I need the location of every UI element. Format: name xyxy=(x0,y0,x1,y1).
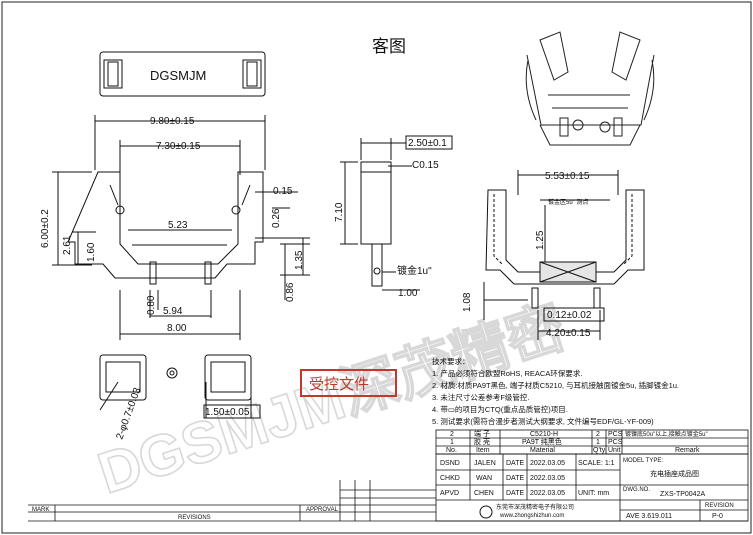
dim-width-inner: 7.30±0.15 xyxy=(156,141,201,152)
company-name: 东莞市深茂精密电子有限公司 xyxy=(496,503,574,511)
model-type-label: MODEL TYPE: xyxy=(623,458,663,464)
dim-sect-553: 5.53±0.15 xyxy=(545,171,590,182)
bom-row1-item: 端 子 xyxy=(474,429,490,438)
company-website: www.zhongshizhun.com xyxy=(499,513,564,519)
dim-side-710: 7.10 xyxy=(334,202,345,222)
dsnd-name: JALEN xyxy=(474,460,496,467)
unit: UNIT: mm xyxy=(578,490,609,497)
dim-sect-plating: 镀金区5u" 测点 xyxy=(548,198,588,206)
ctq-box-012 xyxy=(543,307,605,322)
bom-header-material: Material xyxy=(530,447,555,454)
note-5: 5. 测试要求(需符合漫步者测试大纲要求, 文件编号EDF/GL-YF-009) xyxy=(432,416,654,426)
notes-heading: 技术要求： xyxy=(432,356,470,366)
dim-bottom-080: 0.80 xyxy=(146,295,157,315)
note-1: 1. 产品必须符合欧盟RoHS, REACA环保要求. xyxy=(432,368,582,378)
pcb-layout xyxy=(99,354,261,419)
dim-side-c015: C0.15 xyxy=(412,160,439,171)
approval-label: APPROVAL xyxy=(306,507,339,513)
bom-row2-material: PA9T 纯黑色 xyxy=(522,437,562,446)
date-label-3: DATE xyxy=(506,490,524,497)
date-value-1: 2022.03.05 xyxy=(530,460,565,467)
bom-row1-material: C5210-H xyxy=(530,431,558,438)
bom-row1-unit: PCS xyxy=(608,431,623,438)
page-title: 客图 xyxy=(372,37,406,56)
part-label: DGSMJM xyxy=(150,68,206,83)
dim-height-total: 6.00±0.2 xyxy=(40,209,51,248)
rev-label: REVISION xyxy=(705,503,734,509)
chkd-label: CHKD xyxy=(440,475,460,482)
title-block xyxy=(435,453,749,522)
bom-row2-qty: 1 xyxy=(596,439,600,446)
dim-right-026: 0.26 xyxy=(271,208,282,228)
dim-width-mid: 5.23 xyxy=(168,220,188,231)
controlled-stamp-text: 受控文件 xyxy=(309,376,369,393)
dim-sect-108: 1.08 xyxy=(462,292,473,312)
side-view xyxy=(340,135,453,291)
dim-side-plating: 镀金1u" xyxy=(397,264,432,277)
dim-sect-012: 0.12±0.02 xyxy=(547,310,592,321)
bom-header-remark: Remark xyxy=(675,447,700,454)
controlled-stamp xyxy=(300,369,397,397)
dim-width-total: 9.80±0.15 xyxy=(150,116,195,127)
model-type: 充电插座成品图 xyxy=(650,469,699,478)
bom-row2-unit: PCS xyxy=(608,439,623,446)
dsnd-label: DSND xyxy=(440,460,460,467)
note-4: 4. 带▭的项目为CTQ(重点品质管控)项目. xyxy=(432,404,568,414)
dim-height-small: 1.60 xyxy=(86,242,97,262)
bom-row1-no: 2 xyxy=(450,431,454,438)
company-logo-icon xyxy=(479,505,493,519)
dim-bottom-800: 8.00 xyxy=(167,323,187,334)
dim-side-100: 1.00 xyxy=(398,288,418,299)
dim-height-left: 2.61 xyxy=(62,235,73,255)
rev-value: P-0 xyxy=(712,513,723,520)
note-2: 2. 材质:材质PA9T黑色, 端子材质C5210, 与耳机接触面镀金5u, 插… xyxy=(432,380,679,390)
dwg-no: ZXS-TP0042A xyxy=(660,491,705,498)
dim-hole-150: 1.50±0.05 xyxy=(205,407,250,418)
bom-header-item: Item xyxy=(476,447,490,454)
doc-no: AVE 3.619.011 xyxy=(626,513,672,520)
isometric-view xyxy=(525,31,655,146)
note-3: 3. 未注尺寸公差参考F级管控. xyxy=(432,392,530,402)
dim-bottom-594: 5.94 xyxy=(163,306,183,317)
top-view xyxy=(99,51,266,97)
bom-header-no: No. xyxy=(446,447,457,454)
bom-header-unit: Unit xyxy=(608,447,621,454)
chkd-name: WAN xyxy=(476,475,492,482)
dim-right-015: 0.15 xyxy=(273,186,293,197)
section-view xyxy=(483,170,645,340)
dim-right-135: 1.35 xyxy=(294,250,305,270)
bom-row2-no: 1 xyxy=(450,439,454,446)
dim-sect-125: 1.25 xyxy=(535,230,546,250)
front-view xyxy=(52,115,310,340)
revisions-strip xyxy=(28,480,748,522)
bom-row2-item: 胶 壳 xyxy=(474,437,490,446)
dim-right-086: 0.86 xyxy=(285,282,296,302)
rev-mark-label: MARK xyxy=(32,507,49,513)
date-value-3: 2022.03.05 xyxy=(530,490,565,497)
apvd-label: APVD xyxy=(440,490,459,497)
revisions-label: REVISIONS xyxy=(178,515,211,521)
dim-sect-420: 4.20±0.15 xyxy=(546,328,591,339)
dwg-label: DWG.NO. xyxy=(623,487,650,493)
bom-row1-qty: 2 xyxy=(596,431,600,438)
bom-row1-remark: 镀镍底50u"以上,接触点镀金5u" xyxy=(625,430,708,438)
apvd-name: CHEN xyxy=(474,490,494,497)
bom-table xyxy=(435,429,749,455)
date-label-1: DATE xyxy=(506,460,524,467)
date-value-2: 2022.03.05 xyxy=(530,475,565,482)
dim-side-250: 2.50±0.1 xyxy=(408,138,447,149)
scale: SCALE: 1:1 xyxy=(578,460,615,467)
bom-header-qty: Q'ty xyxy=(593,447,606,454)
date-label-2: DATE xyxy=(506,475,524,482)
